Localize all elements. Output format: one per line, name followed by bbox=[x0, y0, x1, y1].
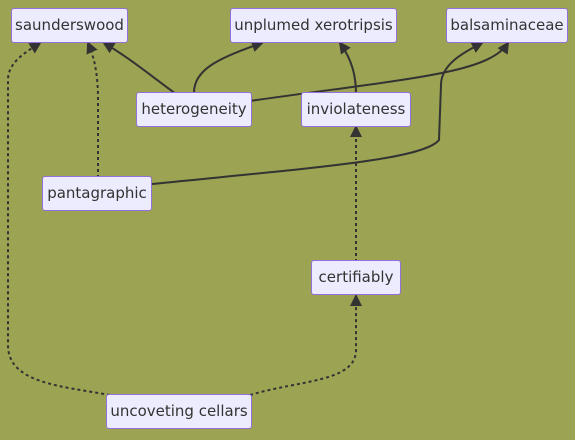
node-unplumed-xerotripsis[interactable]: unplumed xerotripsis bbox=[230, 8, 397, 43]
edge-inviolateness-to-unplumed-xerotripsis bbox=[338, 41, 357, 95]
edge-heterogeneity-to-saunderswood bbox=[102, 41, 177, 95]
node-inviolateness[interactable]: inviolateness bbox=[301, 92, 411, 127]
edge-heterogeneity-to-unplumed-xerotripsis bbox=[192, 40, 264, 95]
edge-pantagraphic-to-saunderswood bbox=[86, 41, 99, 178]
node-certifiably[interactable]: certifiably bbox=[311, 260, 401, 295]
node-pantagraphic[interactable]: pantagraphic bbox=[42, 176, 152, 211]
edge-uncoveting-cellars-to-certifiably bbox=[249, 294, 362, 396]
node-balsaminaceae[interactable]: balsaminaceae bbox=[446, 8, 568, 43]
node-saunderswood[interactable]: saunderswood bbox=[11, 8, 128, 43]
node-heterogeneity[interactable]: heterogeneity bbox=[136, 92, 252, 127]
edge-uncoveting-cellars-to-saunderswood bbox=[7, 41, 111, 396]
node-uncoveting-cellars[interactable]: uncoveting cellars bbox=[106, 394, 252, 429]
edge-pantagraphic-to-balsaminaceae bbox=[151, 42, 484, 185]
